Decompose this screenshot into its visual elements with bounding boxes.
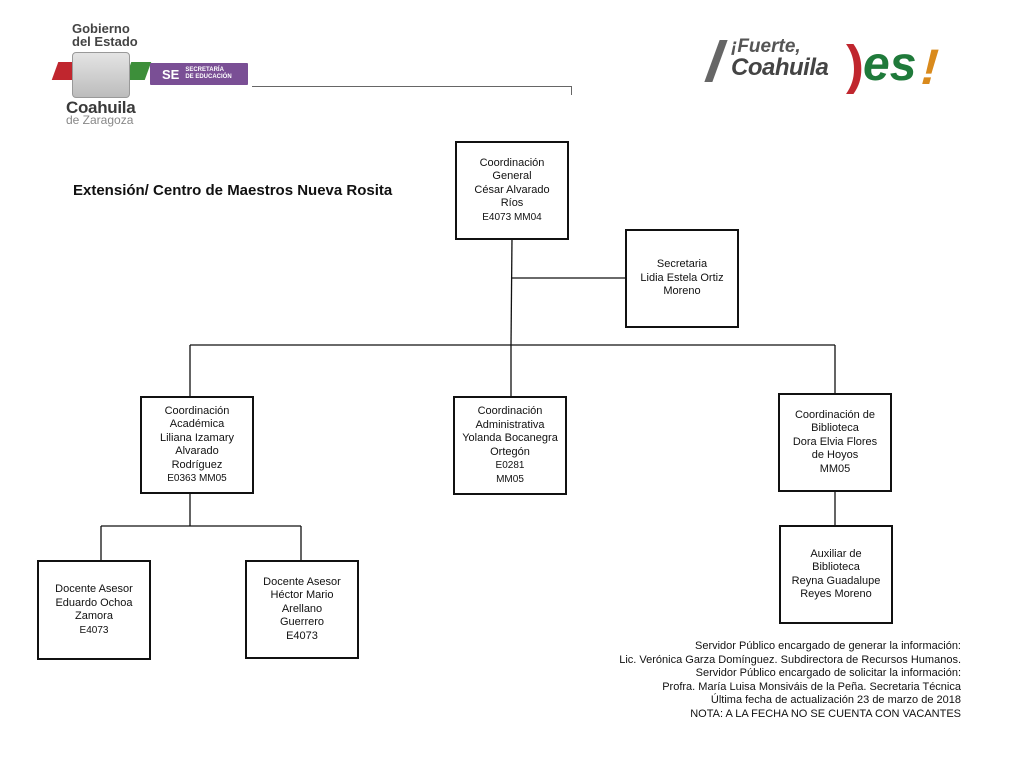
se-sub2: DE EDUCACIÓN xyxy=(185,74,232,80)
box-line: César Alvarado xyxy=(474,183,550,196)
box-code: E4073 MM04 xyxy=(482,211,542,223)
box-line: Yolanda Bocanegra xyxy=(462,432,558,444)
box-line: Arellano xyxy=(281,602,323,615)
box-auxiliar-biblioteca: Auxiliar de Biblioteca Reyna Guadalupe R… xyxy=(779,525,893,624)
box-coordinacion-administrativa: Coordinación Administrativa Yolanda Boca… xyxy=(453,396,567,495)
box-line: Alvarado xyxy=(175,445,219,457)
box-line: Reyes Moreno xyxy=(800,588,872,600)
box-line: Coordinación xyxy=(164,404,230,417)
box-line: MM05 xyxy=(819,462,851,475)
header-divider-tick xyxy=(571,86,572,95)
footer-line: Lic. Verónica Garza Domínguez. Subdirect… xyxy=(619,653,961,666)
zaragoza-wordmark: de Zaragoza xyxy=(66,113,134,127)
footer-line: Servidor Público encargado de solicitar … xyxy=(695,667,961,679)
box-line: Biblioteca xyxy=(812,561,860,573)
box-coordinacion-general: Coordinación General César Alvarado Ríos… xyxy=(455,141,569,240)
box-line: Liliana Izamary xyxy=(160,431,234,444)
box-line: Zamora xyxy=(75,610,113,622)
box-line: Coordinación xyxy=(477,405,543,417)
se-subtitle: SECRETARÍA DE EDUCACIÓN xyxy=(185,67,231,81)
fuerte-es-text: es xyxy=(863,38,917,91)
box-line: Lidia Estela Ortiz xyxy=(640,271,724,284)
fuerte-paren-icon: ) xyxy=(846,35,864,95)
box-line: Ortegón xyxy=(490,445,530,458)
box-line: Eduardo Ochoa xyxy=(55,596,133,609)
state-seal-icon xyxy=(72,52,130,98)
box-line: Auxiliar de xyxy=(810,547,862,560)
box-line: Docente Asesor xyxy=(263,575,341,588)
footer-note: NOTA: A LA FECHA NO SE CUENTA CON VACANT… xyxy=(690,707,961,720)
box-line: Moreno xyxy=(663,285,701,298)
coahuila-wordmark: Coahuila xyxy=(66,98,136,117)
box-code: MM05 xyxy=(496,473,524,485)
header-divider xyxy=(252,86,572,87)
footer-line: Profra. María Luisa Monsiváis de la Peña… xyxy=(662,680,961,693)
box-line: General xyxy=(492,170,532,183)
footer-info: Servidor Público encargado de generar la… xyxy=(481,640,961,721)
gobierno-logo-text: Gobierno del Estado xyxy=(72,22,138,48)
box-line: Académica xyxy=(169,418,225,430)
box-secretaria: Secretaria Lidia Estela Ortiz Moreno xyxy=(625,229,739,328)
box-line: Ríos xyxy=(500,197,524,210)
box-code: E0363 MM05 xyxy=(167,473,227,484)
footer-line: Última fecha de actualización 23 de marz… xyxy=(710,694,961,706)
box-docente-asesor-1: Docente Asesor Eduardo Ochoa Zamora E407… xyxy=(37,560,151,660)
fuerte-coahuila-text: Coahuila xyxy=(731,54,829,81)
gobierno-line1: Gobierno xyxy=(72,21,130,36)
box-code: E4073 xyxy=(79,624,109,636)
box-line: Rodríguez xyxy=(171,458,223,471)
se-sub1: SECRETARÍA xyxy=(185,67,224,73)
footer-line: Servidor Público encargado de generar la… xyxy=(695,640,961,652)
se-badge: SE SECRETARÍA DE EDUCACIÓN xyxy=(150,63,248,85)
page-title: Extensión/ Centro de Maestros Nueva Rosi… xyxy=(73,182,393,199)
se-label: SE xyxy=(162,66,180,82)
box-coordinacion-biblioteca: Coordinación de Biblioteca Dora Elvia Fl… xyxy=(778,393,892,492)
box-coordinacion-academica: Coordinación Académica Liliana Izamary A… xyxy=(140,396,254,494)
box-line: Biblioteca xyxy=(811,422,859,435)
box-line: Coordinación xyxy=(479,156,545,169)
box-line: Administrativa xyxy=(475,418,545,431)
box-line: E4073 xyxy=(286,629,318,642)
box-line: Docente Asesor xyxy=(55,583,133,595)
box-line: Reyna Guadalupe xyxy=(791,574,881,587)
box-line: de Hoyos xyxy=(811,449,859,462)
box-line: Héctor Mario xyxy=(270,589,334,602)
box-line: Guerrero xyxy=(279,616,325,629)
box-line: Dora Elvia Flores xyxy=(792,435,878,448)
gobierno-line2: del Estado xyxy=(72,34,138,49)
box-docente-asesor-2: Docente Asesor Héctor Mario Arellano Gue… xyxy=(245,560,359,659)
box-line: Coordinación de xyxy=(794,408,876,421)
box-code: E0281 xyxy=(495,460,525,471)
box-line: Secretaria xyxy=(656,258,708,271)
fuerte-text: ¡Fuerte, xyxy=(731,36,801,57)
connector-general-down xyxy=(510,237,513,346)
